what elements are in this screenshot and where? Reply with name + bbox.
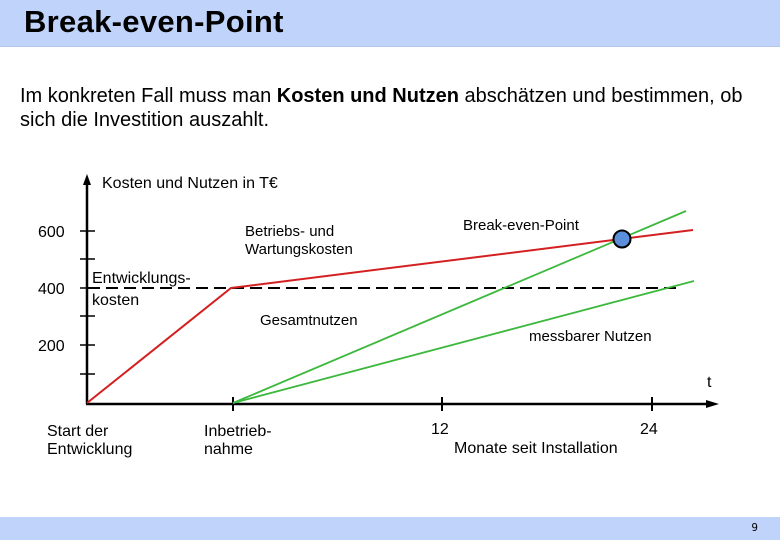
page-number: 9 <box>751 521 758 534</box>
annotation-betriebskosten-line2: Wartungskosten <box>245 241 353 258</box>
x-axis-title: Monate seit Installation <box>454 440 618 457</box>
start-label-line1: Start der <box>47 423 109 440</box>
y-tick-600: 600 <box>38 224 65 241</box>
title-band: Break-even-Point <box>0 0 780 47</box>
start-label-line2: Entwicklung <box>47 441 132 458</box>
inbetrieb-label-line2: nahme <box>204 441 253 458</box>
body-text-bold: Kosten und Nutzen <box>276 85 459 107</box>
x-axis-arrow-icon <box>706 400 719 408</box>
y-tick-400: 400 <box>38 281 65 298</box>
annotation-entwicklungskosten-line2: kosten <box>92 292 139 309</box>
annotation-betriebskosten-line1: Betriebs- und <box>245 223 334 240</box>
annotation-messbarer-nutzen: messbarer Nutzen <box>529 328 652 345</box>
break-even-marker <box>612 229 632 249</box>
measurable-benefit-line <box>232 280 695 404</box>
total-benefit-line <box>232 210 687 404</box>
x-axis: t 12 24 Monate seit Installation Start d… <box>47 374 719 458</box>
slide-title: Break-even-Point <box>24 4 284 39</box>
y-axis: Kosten und Nutzen in T€ 600 400 200 <box>38 174 278 404</box>
body-text-part1: Im konkreten Fall muss man <box>20 85 277 107</box>
annotation-entwicklungskosten-line1: Entwicklungs- <box>92 270 191 287</box>
inbetrieb-label-line1: Inbetrieb- <box>204 423 272 440</box>
x-tick-12: 12 <box>431 421 449 438</box>
y-tick-200: 200 <box>38 338 65 355</box>
y-axis-arrow-icon <box>83 174 91 185</box>
x-tick-24: 24 <box>640 421 658 438</box>
cost-line <box>86 229 694 404</box>
annotation-gesamtnutzen: Gesamtnutzen <box>260 312 358 329</box>
slide-body-text: Im konkreten Fall muss man Kosten und Nu… <box>20 84 760 132</box>
footer-band: 9 <box>0 517 780 540</box>
annotation-break-even-point: Break-even-Point <box>463 217 580 234</box>
x-axis-symbol: t <box>707 374 712 391</box>
y-axis-title: Kosten und Nutzen in T€ <box>102 175 278 192</box>
body-text-part2: abschätzen und bestimmen, ob sich die In… <box>20 85 743 131</box>
